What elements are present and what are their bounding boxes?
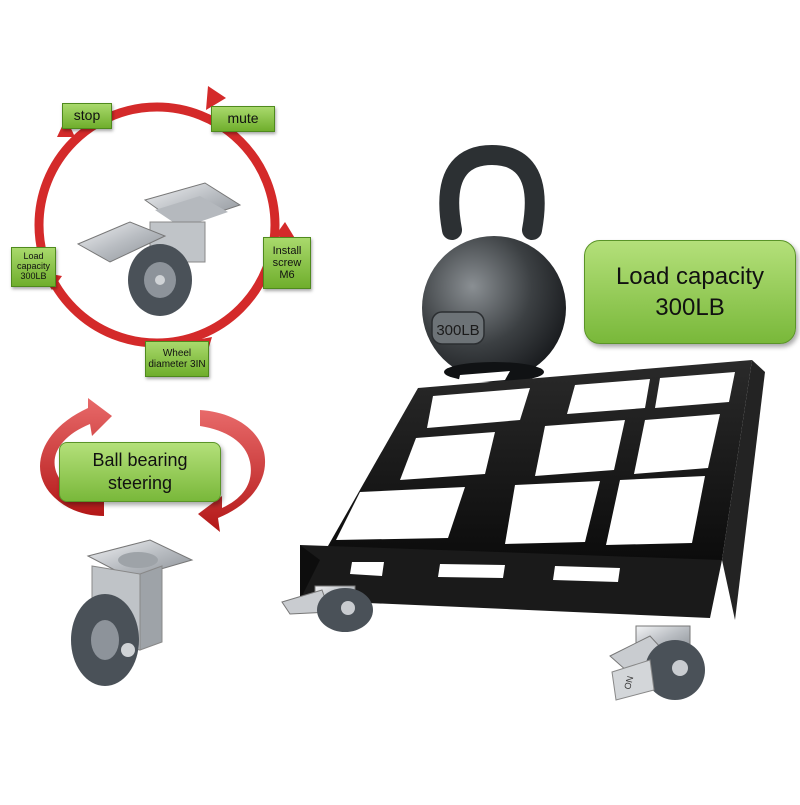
kettlebell-weight-label: 300LB: [436, 322, 479, 339]
ball-bearing-tag: Ball bearing steering: [59, 442, 221, 502]
wheel-label-line2: diameter 3IN: [148, 359, 206, 370]
mute-tag: mute: [211, 106, 275, 132]
install-label-line2: screw: [272, 256, 302, 269]
kettlebell-image: [422, 144, 566, 382]
wheel-label-line1: Wheel: [162, 348, 192, 359]
rotate-left-arrow-icon: [40, 398, 112, 516]
dolly-frame-image: [300, 360, 765, 620]
load-label-line2: capacity: [16, 261, 51, 272]
install-label-line3: M6: [279, 269, 295, 282]
frame-cutouts: [336, 371, 735, 582]
stop-tag: stop: [62, 103, 112, 129]
front-caster-right: [609, 625, 705, 701]
swivel-caster-image: [71, 539, 194, 686]
load-capacity-tag: Load capacity 300LB: [584, 240, 796, 344]
load-label-line3: 300LB: [20, 270, 47, 281]
ball-bearing-line2: steering: [107, 473, 173, 493]
load-capacity-line1: Load capacity: [615, 262, 765, 290]
front-caster-left: [281, 585, 373, 632]
load-capacity-small-tag: Load capacity 300LB: [11, 247, 56, 287]
mute-label: mute: [227, 110, 259, 127]
install-label-line1: Install: [272, 244, 302, 257]
install-screw-tag: Install screw M6: [263, 237, 311, 289]
caster-plate-label: ON: [622, 675, 635, 691]
load-capacity-line2: 300LB: [655, 294, 725, 321]
ball-bearing-line1: Ball bearing: [92, 449, 188, 470]
arrow-head-icon: [275, 222, 296, 240]
stop-label: stop: [73, 107, 101, 124]
wheel-diameter-tag: Wheel diameter 3IN: [145, 341, 209, 377]
load-label-line1: Load: [23, 251, 44, 262]
arrow-head-icon: [206, 86, 226, 110]
brake-caster-image: [76, 182, 242, 316]
